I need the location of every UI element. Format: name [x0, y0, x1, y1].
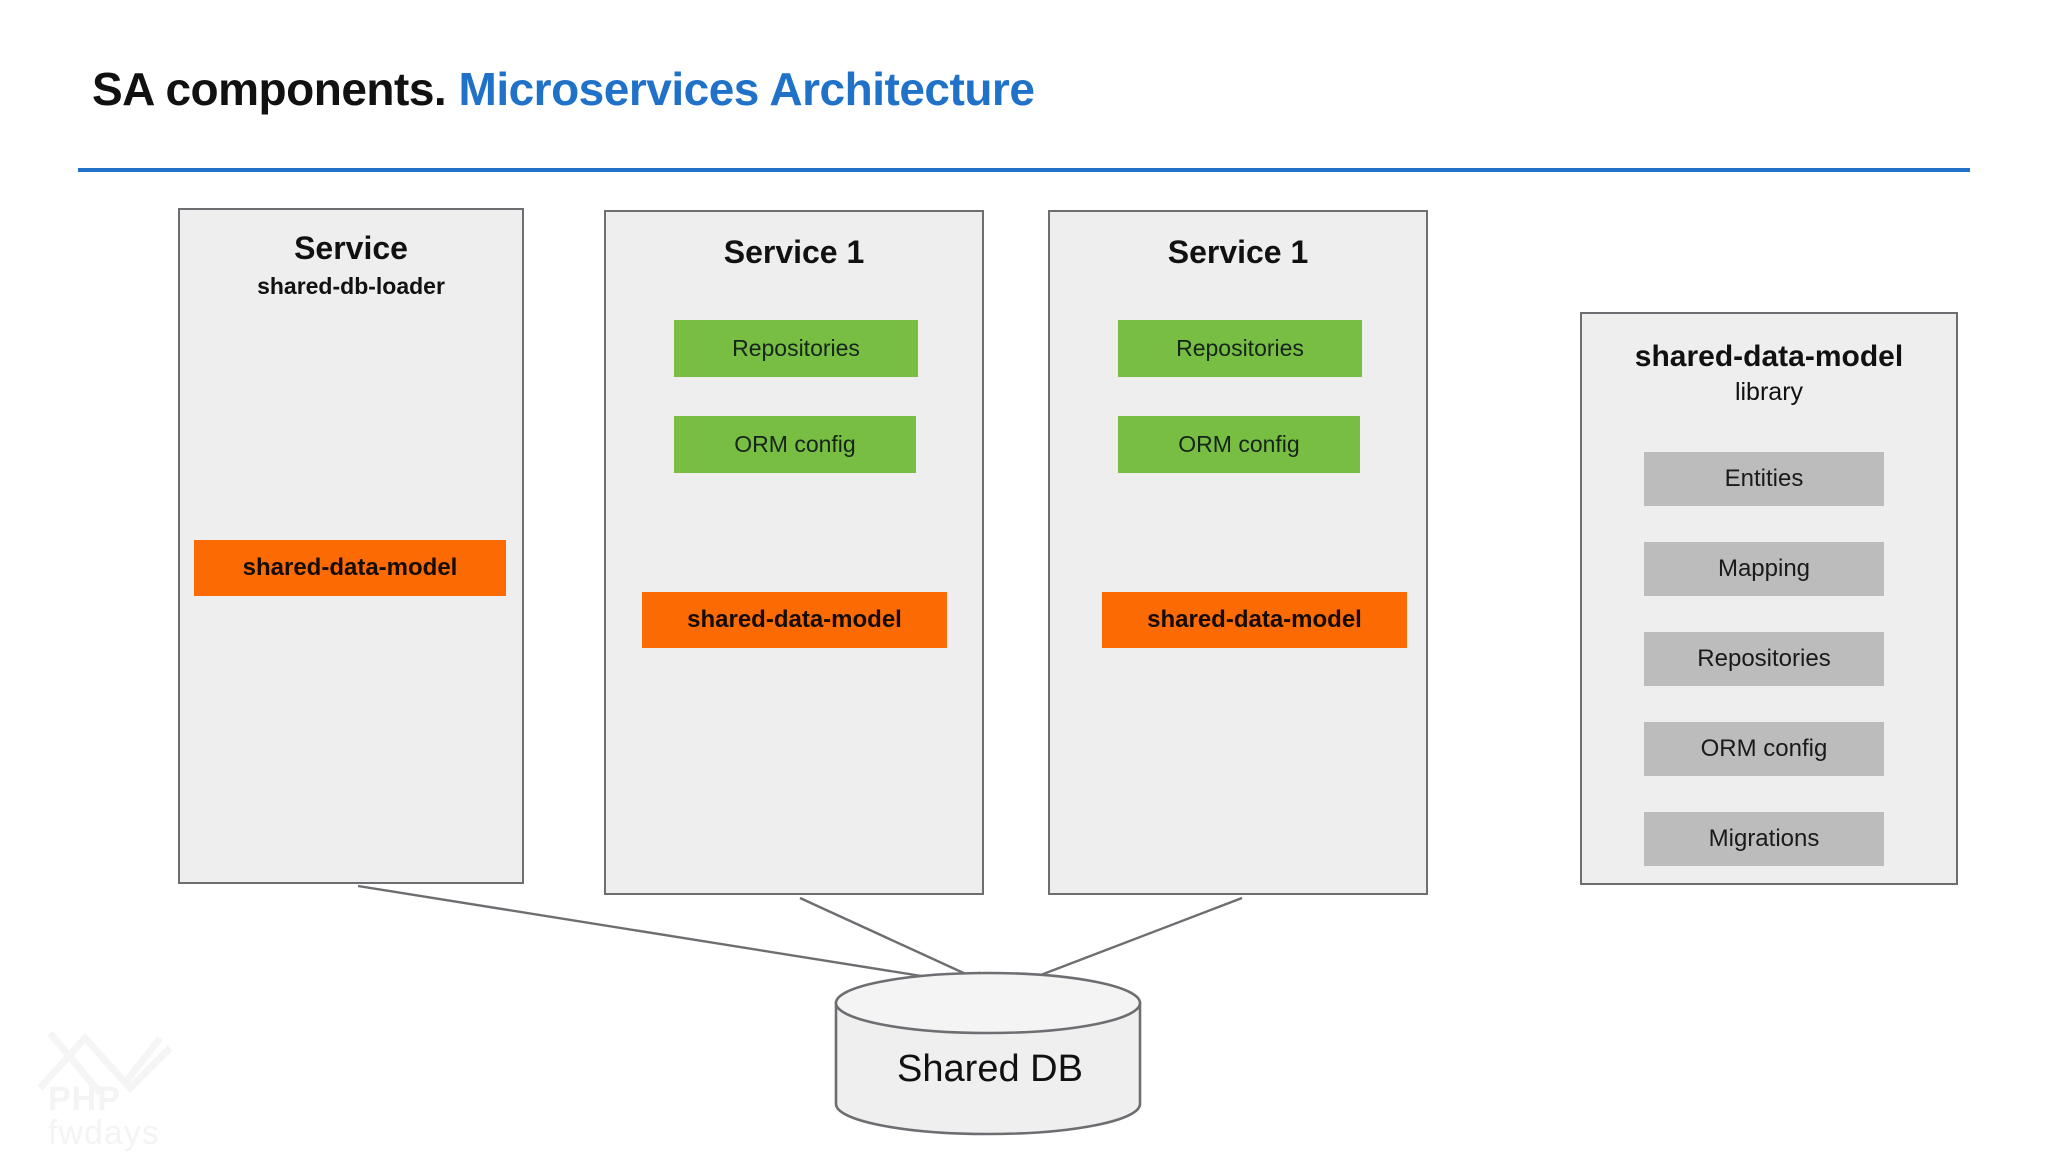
page-title-lead: SA components. — [92, 63, 447, 115]
watermark-fwdays-text: fwdays — [48, 1114, 160, 1152]
library-subtitle: library — [1734, 378, 1804, 406]
service-panel-2-repositories-chip[interactable]: Repositories — [1118, 320, 1362, 377]
page-title: SA components. Microservices Architectur… — [92, 62, 1035, 116]
service-panel-0[interactable]: Service shared-db-loader shared-data-mod… — [178, 208, 524, 884]
library-item-migrations[interactable]: Migrations — [1644, 812, 1884, 866]
page-title-highlight: Microservices Architecture — [458, 63, 1035, 115]
phpfwdays-watermark: PHP fwdays — [10, 1008, 220, 1152]
service-panel-0-shared-data-model-chip[interactable]: shared-data-model — [194, 540, 506, 596]
library-item-repositories[interactable]: Repositories — [1644, 632, 1884, 686]
shared-data-model-library-panel[interactable]: shared-data-model library Entities Mappi… — [1580, 312, 1958, 885]
library-item-mapping[interactable]: Mapping — [1644, 542, 1884, 596]
service-panel-2-shared-data-model-chip[interactable]: shared-data-model — [1102, 592, 1407, 648]
arrow-service0-to-db — [357, 884, 986, 992]
service-panel-2-title: Service 1 — [1167, 234, 1309, 270]
service-panel-0-title: Service — [294, 230, 408, 266]
library-title: shared-data-model — [1634, 340, 1904, 373]
title-divider — [78, 168, 1970, 172]
service-panel-1[interactable]: Service 1 Repositories ORM config shared… — [604, 210, 984, 895]
arrow-service2-to-db — [1010, 896, 1243, 988]
library-item-orm-config[interactable]: ORM config — [1644, 722, 1884, 776]
service-panel-1-shared-data-model-chip[interactable]: shared-data-model — [642, 592, 947, 648]
shared-db-label: Shared DB — [897, 1048, 1083, 1090]
watermark-php-text: PHP — [48, 1080, 121, 1118]
service-panel-1-orm-config-chip[interactable]: ORM config — [674, 416, 916, 473]
service-panel-0-subtitle: shared-db-loader — [257, 273, 445, 299]
service-panel-2[interactable]: Service 1 Repositories ORM config shared… — [1048, 210, 1428, 895]
library-item-entities[interactable]: Entities — [1644, 452, 1884, 506]
service-panel-1-repositories-chip[interactable]: Repositories — [674, 320, 918, 377]
service-panel-1-title: Service 1 — [723, 234, 865, 270]
arrow-service1-to-db — [799, 896, 994, 988]
fwdays-zigzag-icon — [37, 1030, 173, 1096]
service-panel-2-orm-config-chip[interactable]: ORM config — [1118, 416, 1360, 473]
